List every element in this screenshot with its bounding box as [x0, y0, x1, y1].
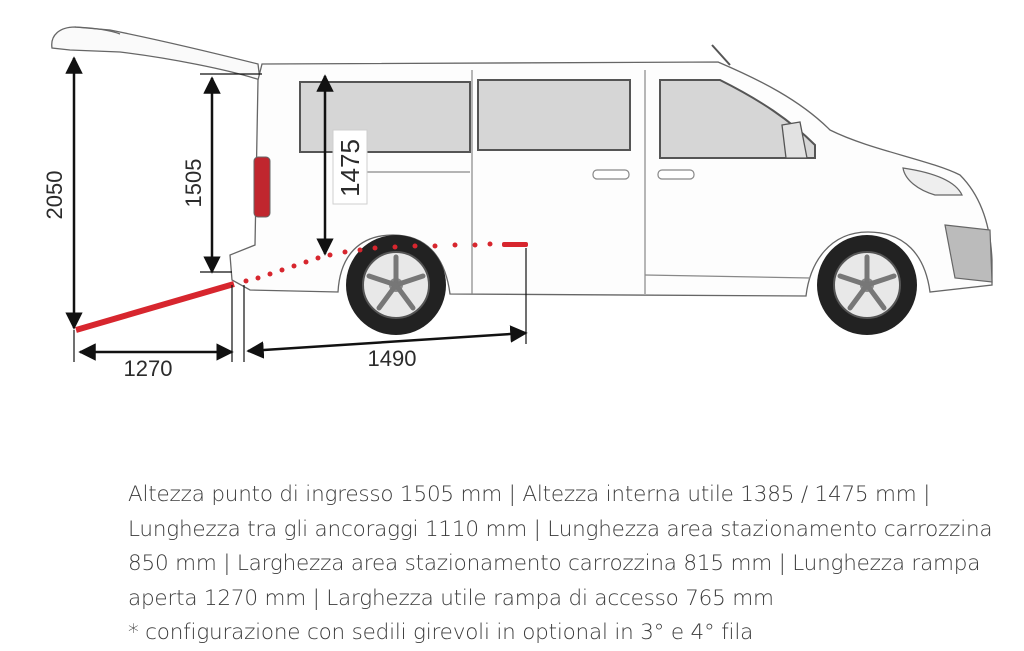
front-wheel	[817, 235, 917, 335]
door-lines	[340, 70, 811, 294]
caption-footnote: * configurazione con sedili girevoli in …	[128, 620, 754, 645]
label-1505: 1505	[181, 159, 206, 208]
rear-wheel	[346, 235, 446, 335]
label-1475: 1475	[335, 139, 365, 197]
tailgate	[51, 26, 261, 81]
front-details	[902, 167, 993, 283]
label-2050: 2050	[42, 171, 67, 220]
ramp	[75, 281, 235, 333]
caption-line: Altezza punto di ingresso 1505 mm | Alte…	[128, 482, 931, 507]
label-1270: 1270	[124, 356, 173, 381]
side-mirror	[781, 121, 808, 159]
extension-lines	[73, 73, 527, 362]
label-1490: 1490	[368, 346, 417, 371]
antenna	[711, 44, 731, 66]
caption-line: aperta 1270 mm | Larghezza utile rampa d…	[128, 585, 774, 611]
dimension-lines	[65, 56, 528, 361]
caption-line: Lunghezza tra gli ancoraggi 1110 mm | Lu…	[128, 516, 993, 542]
dim-line-1490	[246, 325, 528, 359]
label-bg-1475	[332, 129, 368, 205]
caption-line: 850 mm | Larghezza area stazionamento ca…	[128, 551, 981, 576]
floor-dotted-line	[243, 241, 528, 284]
specifications-caption: Altezza punto di ingresso 1505 mm | Alte…	[128, 478, 1024, 651]
van-diagram: 2050 1505 1475 1270 1490	[42, 26, 993, 381]
rear-light	[253, 156, 271, 218]
windows	[299, 79, 816, 159]
